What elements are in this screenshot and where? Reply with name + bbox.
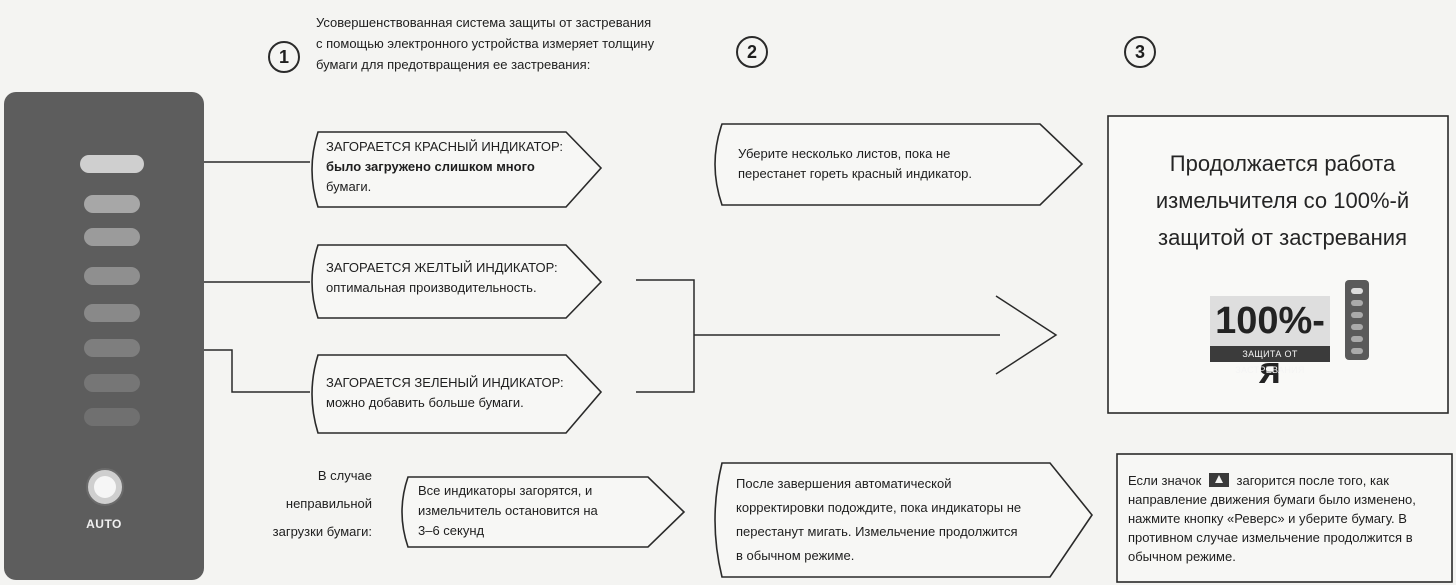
remove-sheets-line-2: перестанет гореть красный индикатор.: [738, 166, 972, 181]
badge-led: [1351, 288, 1363, 294]
misload-label-line-2: неправильной: [285, 496, 372, 511]
green-indicator-led-2: [84, 304, 140, 322]
green-indicator-led-4: [84, 374, 140, 392]
intro-line-1: Усовершенствованная система защиты от за…: [316, 15, 652, 30]
green-indicator-title: ЗАГОРАЕТСЯ ЗЕЛЕНЫЙ ИНДИКАТОР:: [326, 375, 564, 390]
green-indicator-led-1: [84, 267, 140, 285]
misload-label-line-3: загрузки бумаги:: [272, 524, 372, 539]
note-part-2: загорится после того, как: [1236, 473, 1389, 488]
remove-sheets-text: Уберите несколько листов, пока не перест…: [738, 144, 1038, 184]
yellow-indicator-led-2: [84, 228, 140, 246]
yellow-indicator-text: ЗАГОРАЕТСЯ ЖЕЛТЫЙ ИНДИКАТОР: оптимальная…: [326, 258, 586, 298]
after-correction-line-2: корректировки подождите, пока индикаторы…: [736, 500, 1022, 515]
after-correction-line-3: перестанут мигать. Измельчение продолжит…: [736, 524, 1018, 539]
intro-line-2: с помощью электронного устройства измеря…: [316, 36, 655, 51]
yellow-indicator-line-2: оптимальная производительность.: [326, 280, 537, 295]
arrow-head: [995, 295, 1058, 375]
intro-line-3: бумаги для предотвращения ее застревания…: [316, 57, 591, 72]
result-text: Продолжается работа измельчителя со 100%…: [1120, 145, 1445, 256]
box-remove: [714, 123, 1084, 206]
box-green: [311, 354, 603, 434]
anti-jam-badge: 100%-я ЗАЩИТА ОТ ЗАСТРЕВАНИЯ: [1210, 296, 1330, 392]
red-indicator-led: [80, 155, 144, 173]
misload-box-text: Все индикаторы загорятся, и измельчитель…: [418, 481, 658, 541]
intro-text: Усовершенствованная система защиты от за…: [316, 12, 716, 75]
result-line-1: Продолжается работа: [1169, 151, 1396, 176]
step-3-badge: 3: [1124, 36, 1156, 68]
note-part-1: Если значок: [1128, 473, 1202, 488]
result-line-3: защитой от застревания: [1157, 225, 1407, 250]
badge-led: [1351, 348, 1363, 354]
misload-label-line-1: В случае: [317, 468, 372, 483]
reverse-note: Если значок загорится после того, как на…: [1128, 471, 1448, 566]
green-indicator-line-2: можно добавить больше бумаги.: [326, 395, 524, 410]
box-misload: [401, 476, 686, 548]
badge-caption: ЗАЩИТА ОТ ЗАСТРЕВАНИЯ: [1210, 346, 1330, 375]
note-frame: [1116, 453, 1453, 583]
box-red: [311, 131, 603, 208]
after-correction-line-4: в обычном режиме.: [736, 548, 855, 563]
reverse-icon: [1208, 473, 1229, 487]
note-line-1: Если значок загорится после того, как: [1128, 471, 1448, 490]
box-yellow: [311, 244, 603, 319]
step-1-badge: 1: [268, 41, 300, 73]
after-correction-line-1: После завершения автоматической: [736, 476, 952, 491]
badge-led: [1351, 300, 1363, 306]
auto-label: AUTO: [86, 517, 122, 531]
badge-led: [1351, 336, 1363, 342]
red-indicator-title: ЗАГОРАЕТСЯ КРАСНЫЙ ИНДИКАТОР:: [326, 139, 563, 154]
result-frame: [1107, 115, 1449, 414]
misload-label: В случае неправильной загрузки бумаги:: [222, 462, 372, 546]
box-after-correction: [714, 462, 1093, 578]
remove-sheets-line-1: Уберите несколько листов, пока не: [738, 146, 951, 161]
red-indicator-line-2: было загружено слишком много: [326, 159, 535, 174]
badge-indicator-icon: [1345, 280, 1369, 360]
green-indicator-text: ЗАГОРАЕТСЯ ЗЕЛЕНЫЙ ИНДИКАТОР: можно доба…: [326, 373, 586, 413]
misload-box-line-3: 3–6 секунд: [418, 523, 485, 538]
yellow-indicator-led-1: [84, 195, 140, 213]
auto-button-light: [94, 476, 116, 498]
badge-led: [1351, 324, 1363, 330]
note-line-3: нажмите кнопку «Реверс» и уберите бумагу…: [1128, 511, 1407, 526]
shredder-control-panel: AUTO: [4, 92, 204, 580]
result-line-2: измельчителя со 100%-й: [1155, 188, 1410, 213]
red-indicator-line-3: бумаги.: [326, 179, 372, 194]
note-line-2: направление движения бумаги было изменен…: [1128, 492, 1416, 507]
badge-led: [1351, 312, 1363, 318]
after-correction-text: После завершения автоматической корректи…: [736, 472, 1056, 568]
step-2-badge: 2: [736, 36, 768, 68]
note-line-5: обычном режиме.: [1128, 549, 1236, 564]
green-indicator-led-5: [84, 408, 140, 426]
red-indicator-text: ЗАГОРАЕТСЯ КРАСНЫЙ ИНДИКАТОР: было загру…: [326, 137, 576, 197]
misload-box-line-1: Все индикаторы загорятся, и: [418, 483, 593, 498]
yellow-indicator-title: ЗАГОРАЕТСЯ ЖЕЛТЫЙ ИНДИКАТОР:: [326, 260, 558, 275]
misload-box-line-2: измельчитель остановится на: [418, 503, 598, 518]
bracket-yellow-green: [636, 279, 695, 393]
green-indicator-led-3: [84, 339, 140, 357]
badge-percent: 100%-я: [1210, 296, 1330, 392]
note-line-4: противном случае измельчение продолжится…: [1128, 530, 1413, 545]
